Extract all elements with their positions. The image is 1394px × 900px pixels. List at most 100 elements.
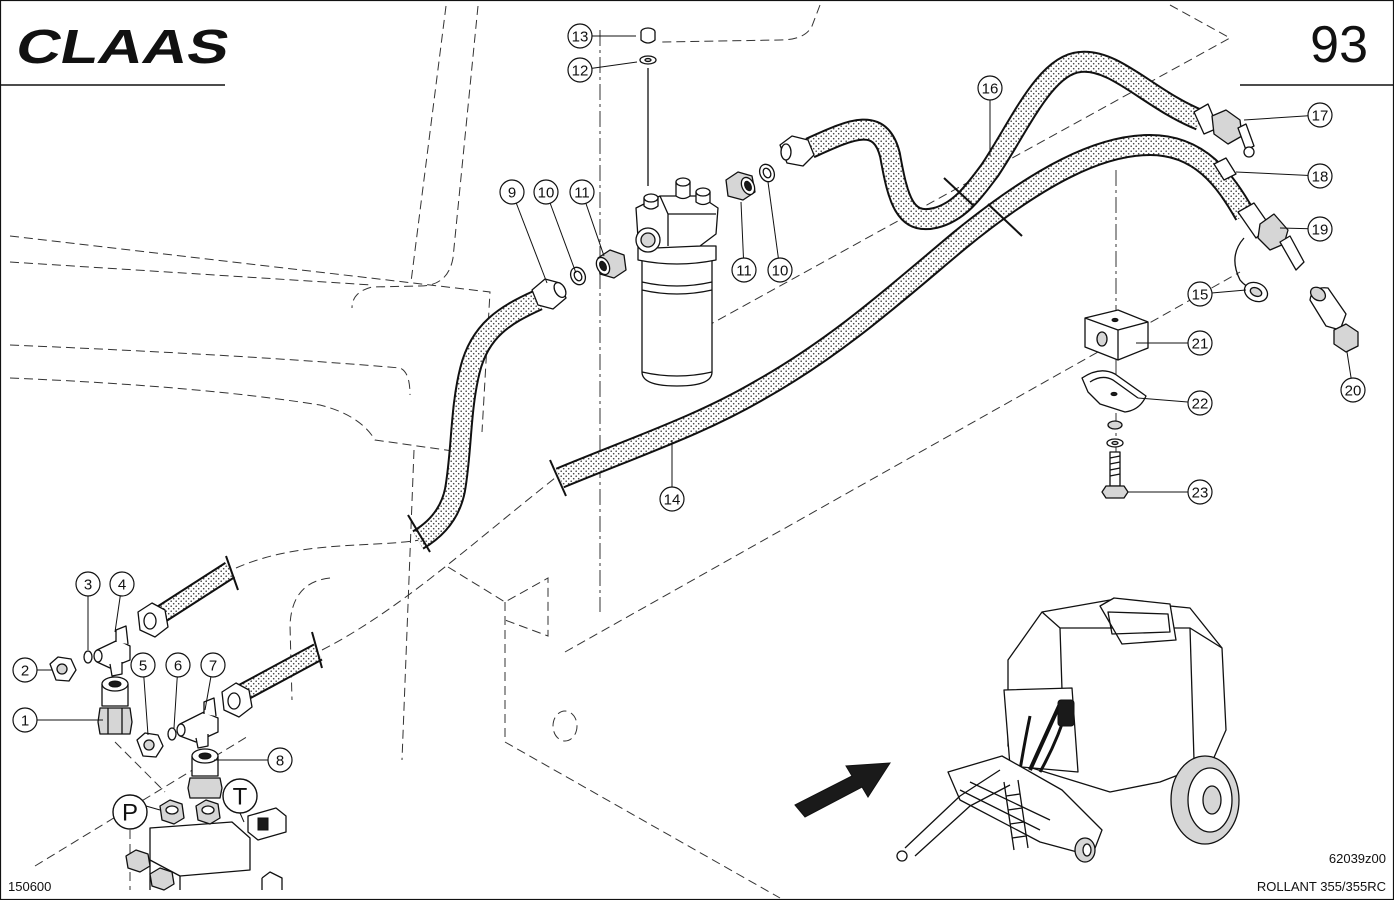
callout-circle (75, 571, 101, 597)
callout-number: 18 (1312, 169, 1329, 186)
callout-circle (1307, 163, 1333, 189)
hose-pressure-line-lower (137, 555, 239, 638)
callout-8: 8 (214, 747, 293, 773)
header: CLAAS 93 (0, 16, 1394, 86)
callout-circle (569, 179, 595, 205)
hose-tank-line-lower (221, 631, 323, 718)
callout-22: 22 (1137, 390, 1213, 416)
frame-outline-dashed (9, 4, 1241, 899)
solenoid-connector (247, 807, 287, 841)
callout-number: 22 (1192, 396, 1209, 413)
callout-number: 23 (1192, 485, 1209, 502)
callout-number: 11 (574, 185, 590, 202)
callout-number: 19 (1312, 222, 1329, 239)
tee-fitting-7 (176, 697, 219, 749)
callout-6: 6 (165, 652, 191, 729)
callout-circle (109, 571, 135, 597)
callout-circle (12, 657, 38, 683)
control-valve-block (125, 799, 287, 891)
dust-cap-15 (1234, 237, 1269, 303)
bolt-23 (1101, 451, 1129, 499)
callout-circle (499, 179, 525, 205)
callout-leader-line (545, 191, 577, 274)
date-code: 150600 (8, 879, 51, 894)
hose-clamp-18 (1213, 157, 1237, 181)
callout-circle (1187, 390, 1213, 416)
callout-3: 3 (75, 571, 101, 650)
baler-overview-illustration (896, 597, 1240, 863)
callout-number: 4 (118, 577, 126, 594)
drawing-number: 62039z00 (1329, 851, 1386, 866)
fitting-11-left (595, 249, 627, 279)
callout-17: 17 (1243, 102, 1333, 128)
callout-10: 10 (533, 179, 577, 274)
callout-number: 15 (1192, 287, 1209, 304)
nut-2 (49, 656, 77, 682)
hose-16-start-fitting (779, 135, 815, 167)
callout-leader-line (1243, 114, 1321, 121)
screw-13 (640, 27, 656, 44)
callout-number: 5 (139, 658, 147, 675)
hose-16 (779, 50, 1255, 231)
callout-9: 9 (499, 179, 548, 284)
callout-19: 19 (1279, 216, 1333, 242)
washer-10-left (569, 266, 587, 286)
hose-9-fitting (531, 278, 567, 310)
clamp-block-21 (1084, 309, 1149, 361)
washer-10-right (758, 163, 776, 183)
callout-5: 5 (130, 652, 156, 736)
callout-circle (1307, 102, 1333, 128)
callout-18: 18 (1235, 163, 1333, 189)
baler-hose-bundle (1018, 699, 1075, 773)
callout-circle (767, 257, 793, 283)
callout-number: 14 (664, 492, 681, 509)
callout-11: 11 (731, 201, 757, 283)
callout-number: 10 (538, 185, 555, 202)
callout-number: 6 (174, 658, 182, 675)
callout-number: 17 (1312, 108, 1329, 125)
callout-4: 4 (109, 571, 135, 633)
washers-bolt-23 (1106, 420, 1124, 448)
fitting-11-right (725, 171, 756, 201)
callout-number: 20 (1345, 383, 1362, 400)
callout-number: 8 (276, 753, 284, 770)
claas-logo: CLAAS (11, 20, 234, 73)
callout-10: 10 (767, 181, 793, 283)
callout-7: 7 (200, 652, 226, 711)
callout-leader-line (1235, 171, 1321, 177)
svg-text:P: P (122, 800, 138, 827)
callout-circle (130, 652, 156, 678)
callout-number: 11 (736, 263, 752, 280)
o-ring-6 (167, 727, 177, 741)
callout-number: 3 (84, 577, 92, 594)
adapter-1 (97, 676, 133, 735)
svg-text:T: T (233, 784, 248, 811)
nut-5 (136, 732, 164, 758)
callout-circle (1340, 377, 1366, 403)
washer-12 (639, 55, 657, 65)
tee-fitting-4 (93, 625, 131, 677)
callout-14: 14 (659, 440, 685, 512)
coupling-20 (1309, 286, 1359, 353)
callout-number: 1 (21, 713, 29, 730)
callout-circle (567, 57, 593, 83)
callout-13: 13 (567, 23, 636, 49)
page-number: 93 (1310, 16, 1368, 74)
callout-number: 7 (209, 658, 217, 675)
model-name: ROLLANT 355/355RC (1257, 879, 1386, 894)
callout-number: 13 (572, 29, 589, 46)
callout-circle (12, 707, 38, 733)
baler-pickup-wheel (1074, 837, 1096, 863)
footer: 150600 62039z00 ROLLANT 355/355RC (8, 851, 1386, 894)
callout-20: 20 (1340, 351, 1366, 403)
hose-16-end-fitting (1193, 103, 1255, 158)
callout-number: 9 (508, 185, 516, 202)
callout-circle (533, 179, 559, 205)
location-arrow (794, 762, 891, 818)
callout-circle (267, 747, 293, 773)
hose-clamp-cut-marks (943, 177, 1023, 237)
callout-23: 23 (1128, 479, 1213, 505)
callout-number: 10 (772, 263, 789, 280)
clamp-plate-22 (1081, 370, 1147, 413)
